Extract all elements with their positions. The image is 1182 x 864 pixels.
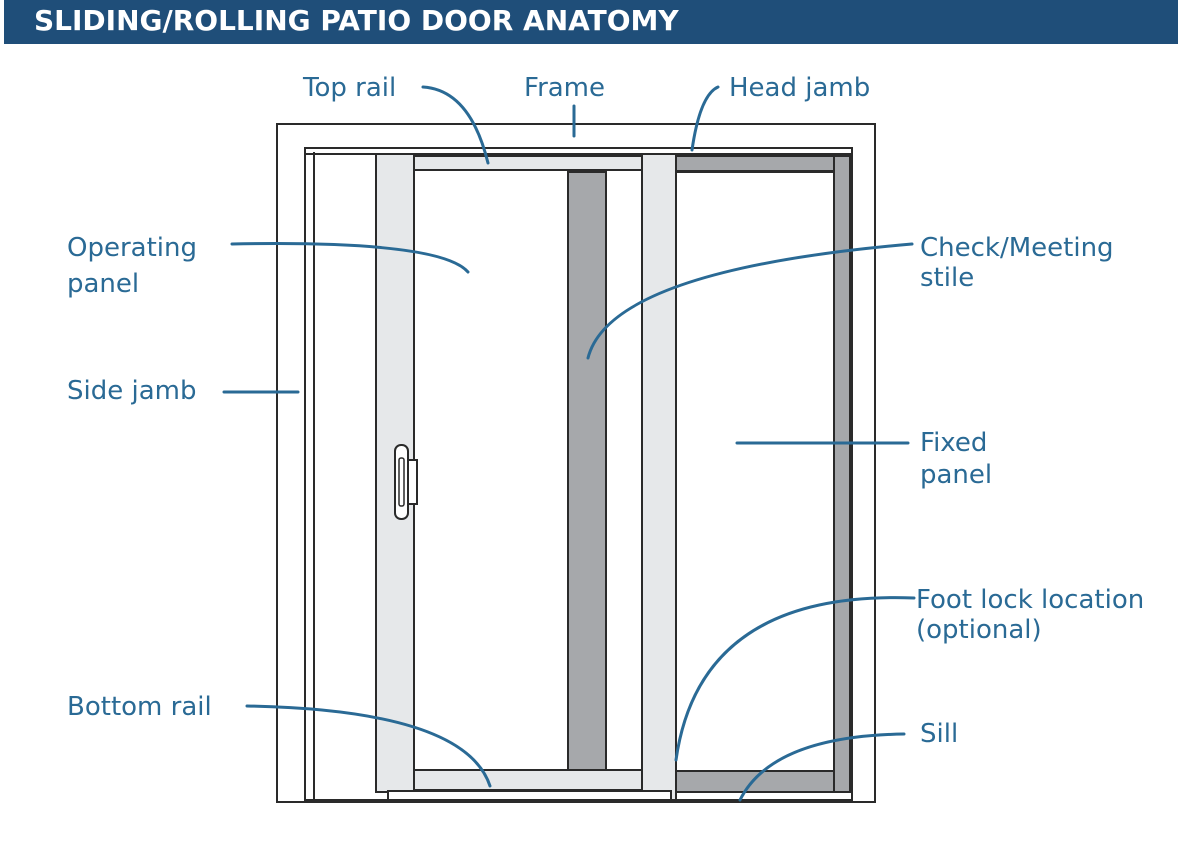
label-check-meeting-stile: Check/Meeting stile — [920, 233, 1122, 293]
leader-foot-lock — [674, 596, 916, 762]
label-side-jamb: Side jamb — [67, 376, 196, 406]
labels: Top rail Frame Head jamb Operating panel… — [67, 73, 1152, 749]
leader-bottom-rail — [245, 704, 492, 788]
door-handle — [394, 444, 418, 520]
sill-shading — [675, 770, 835, 793]
fixed-panel-top-rail — [675, 155, 835, 172]
label-operating-panel: Operating panel — [67, 233, 205, 299]
leader-sill — [738, 732, 906, 802]
meeting-stile — [567, 171, 607, 771]
leader-check-stile — [586, 242, 914, 360]
door-drawing — [276, 123, 876, 803]
leader-top-rail — [421, 85, 490, 165]
label-foot-lock-location: Foot lock location (optional) — [916, 585, 1152, 645]
page-title: SLIDING/ROLLING PATIO DOOR ANATOMY — [34, 4, 679, 37]
fixed-panel-right-stile — [833, 155, 851, 793]
label-bottom-rail: Bottom rail — [67, 692, 212, 722]
leader-operating-panel — [230, 242, 470, 274]
header-banner: SLIDING/ROLLING PATIO DOOR ANATOMY — [4, 0, 1178, 44]
label-top-rail: Top rail — [302, 73, 396, 103]
check-stile — [641, 153, 677, 801]
top-rail — [413, 155, 643, 171]
leader-head-jamb — [690, 85, 720, 152]
sill — [387, 790, 672, 801]
label-sill: Sill — [920, 719, 958, 749]
leader-lines — [222, 85, 916, 802]
label-fixed-panel: Fixed panel — [920, 428, 996, 490]
bottom-rail — [413, 769, 643, 791]
label-frame: Frame — [524, 73, 605, 103]
label-head-jamb: Head jamb — [729, 73, 870, 103]
